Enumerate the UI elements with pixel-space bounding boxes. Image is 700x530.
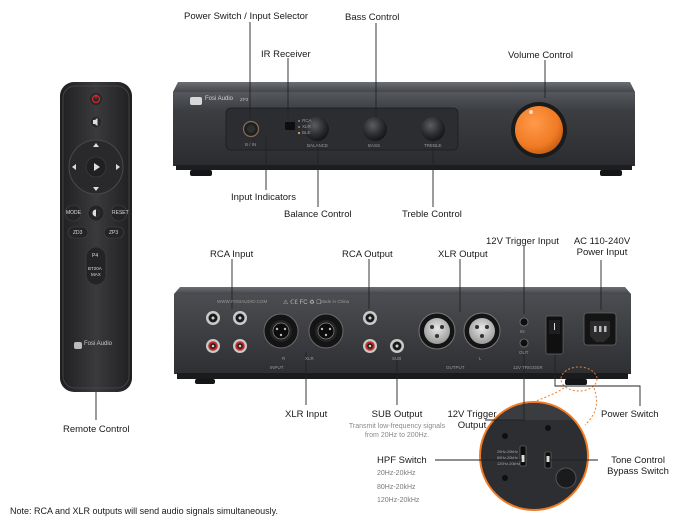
label-power-switch-input-selector: Power Switch / Input Selector xyxy=(184,11,309,22)
label-balance-control: Balance Control xyxy=(284,209,352,220)
indicator-label-rca: RCA xyxy=(302,118,312,123)
label-12v-trigger-input: 12V Trigger Input xyxy=(486,236,559,247)
sub-output-description: Transmit low-frequency signals from 20Hz… xyxy=(336,422,458,440)
label-ac-power-line2: Power Input xyxy=(576,247,628,258)
label-sub-output: SUB Output xyxy=(371,409,423,420)
highlight-ellipse xyxy=(560,366,598,392)
rca-input-jacks xyxy=(206,311,247,353)
xlr-input-jacks xyxy=(263,313,344,349)
label-ac-power-line1: AC 110-240V xyxy=(573,236,631,247)
knob-label-balance: BALANCE xyxy=(307,143,329,148)
indicator-label-xlr: XLR xyxy=(302,124,311,129)
label-xlr-input: XLR Input xyxy=(285,409,328,420)
rca-output-jacks xyxy=(363,311,404,353)
label-trigger-output-line1: 12V Trigger xyxy=(447,409,497,420)
knob-label-bass: BASS xyxy=(368,143,381,148)
label-power-switch: Power Switch xyxy=(601,409,659,420)
hpf-option-1: 20Hz-20kHz xyxy=(377,470,416,477)
hpf-option-3: 120Hz-20kHz xyxy=(377,497,420,504)
rear-input-label: INPUT xyxy=(270,365,284,370)
label-volume-control: Volume Control xyxy=(508,50,573,61)
zoom-hpf-2: 80Hz-20kHz xyxy=(497,456,518,460)
selector-label: B / IN xyxy=(245,142,257,147)
rear-website: WWW.FOSIAUDIO.COM xyxy=(217,299,268,304)
remote-mode-label: MODE xyxy=(66,210,81,216)
rear-out-label: OUT xyxy=(519,350,529,355)
power-switch-rocker xyxy=(545,315,564,355)
label-ac-power-input: AC 110-240V Power Input xyxy=(568,236,636,258)
rear-l-label: L xyxy=(479,356,482,361)
label-input-indicators: Input Indicators xyxy=(231,192,296,203)
hpf-option-2: 80Hz-20kHz xyxy=(377,484,416,491)
footnote: Note: RCA and XLR outputs will send audi… xyxy=(10,506,278,516)
rear-r-label: R xyxy=(282,356,286,361)
label-12v-trigger-output: 12V Trigger Output xyxy=(437,409,507,431)
sub-output-desc-line2: from 20Hz to 200Hz. xyxy=(364,432,430,439)
amplifier-front-view xyxy=(173,82,635,176)
knob-label-treble: TREBLE xyxy=(424,143,442,148)
remote-zd3-label: ZD3 xyxy=(73,230,83,236)
zoom-hpf-3: 120Hz-20kHz xyxy=(497,462,521,466)
certification-icons: ⚠ ℂℇ FC ♻ ☐ xyxy=(283,300,322,306)
sub-output-desc-line1: Transmit low-frequency signals xyxy=(348,423,446,430)
remote-reset-label: RESET xyxy=(112,210,129,216)
label-treble-control: Treble Control xyxy=(402,209,462,220)
zoom-hpf-1: 20Hz-20kHz xyxy=(497,450,518,454)
label-rca-output: RCA Output xyxy=(342,249,393,260)
label-tone-control-bypass: Tone Control Bypass Switch xyxy=(600,455,676,477)
remote-brand: Fosi Audio xyxy=(84,341,113,347)
brand-logo-icon xyxy=(190,97,202,105)
front-brand: Fosi Audio xyxy=(205,96,234,102)
rear-sub-label: SUB xyxy=(392,356,402,361)
label-rca-input: RCA Input xyxy=(210,249,254,260)
amplifier-rear-view xyxy=(174,287,631,385)
rear-trigger-label: 12V TRIGGER xyxy=(513,365,543,370)
remote-zp3-label: ZP3 xyxy=(109,230,119,236)
ac-power-inlet xyxy=(583,312,617,346)
rear-made-in: Made in China xyxy=(320,299,350,304)
remote-max-label: MAX xyxy=(91,272,101,277)
label-bass-control: Bass Control xyxy=(345,12,400,23)
label-trigger-output-line2: Output xyxy=(457,420,487,431)
remote-p4-label: P4 xyxy=(92,253,99,259)
label-tone-bypass-line1: Tone Control xyxy=(611,455,665,466)
label-remote-control: Remote Control xyxy=(63,424,130,435)
label-hpf-switch: HPF Switch xyxy=(377,455,427,466)
remote-logo-icon xyxy=(74,342,82,349)
label-xlr-output: XLR Output xyxy=(438,249,488,260)
label-ir-receiver: IR Receiver xyxy=(261,49,311,60)
xlr-output-jacks xyxy=(418,312,501,350)
trigger-jacks xyxy=(519,317,529,348)
zoom-detail-circle xyxy=(479,401,589,511)
label-tone-bypass-line2: Bypass Switch xyxy=(607,466,669,477)
callout-lines xyxy=(95,22,641,461)
rear-xlr-label: XLR xyxy=(305,356,314,361)
remote-bt20a-label: BT20A xyxy=(88,266,102,271)
remote-control-device xyxy=(60,82,132,392)
indicator-label-ble: BLE xyxy=(302,130,311,135)
rear-output-label: OUTPUT xyxy=(446,365,465,370)
rear-in-label: IN xyxy=(520,329,525,334)
front-model: ZP3 xyxy=(240,97,249,102)
